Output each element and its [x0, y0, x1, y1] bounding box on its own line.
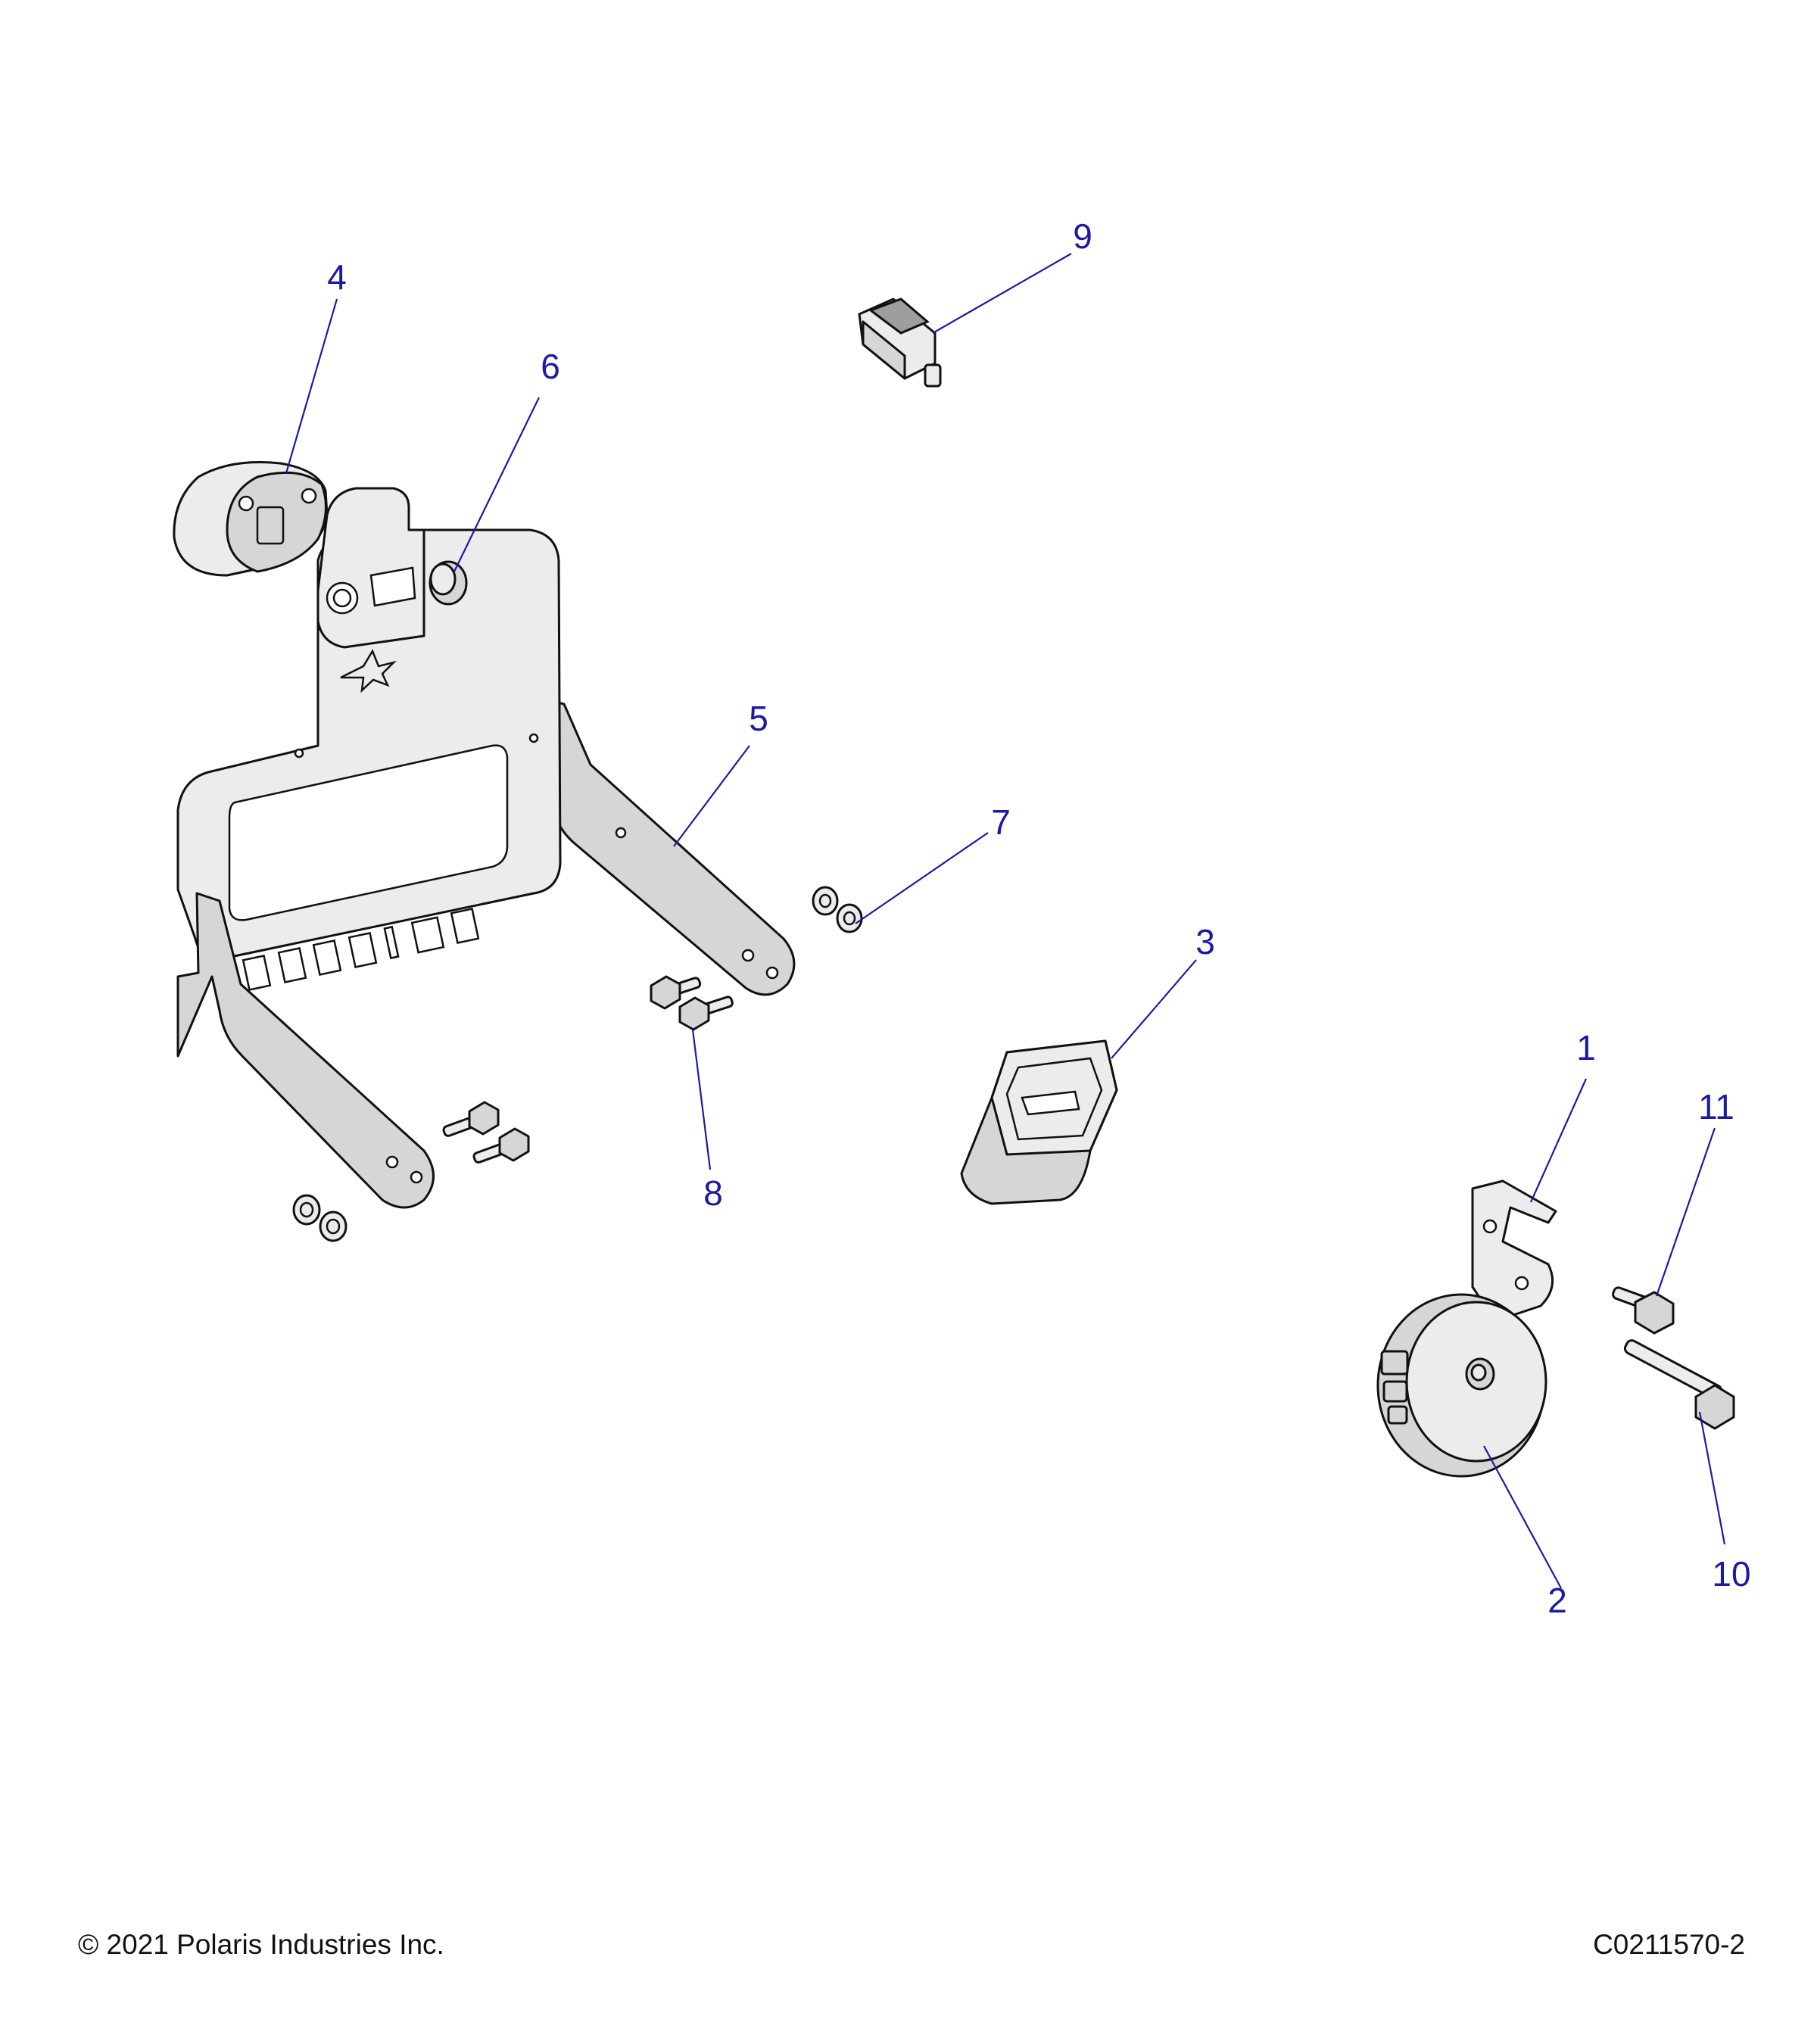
leader-lines — [285, 253, 1726, 1589]
leader-7 — [855, 832, 989, 924]
part-8-bolts — [650, 975, 734, 1031]
bracket-hole — [765, 966, 779, 980]
license-light-hole — [301, 488, 317, 504]
leader-5 — [673, 745, 750, 847]
callouts: 1 2 3 4 5 6 7 8 9 10 11 — [327, 217, 1750, 1620]
callout-1: 1 — [1576, 1028, 1596, 1067]
bracket-tab-hole — [326, 581, 359, 615]
bracket-star-logo — [340, 649, 397, 693]
callout-10: 10 — [1712, 1554, 1750, 1594]
leader-6 — [453, 397, 540, 572]
callout-4: 4 — [327, 257, 347, 297]
leader-4 — [285, 298, 338, 474]
part-7-nuts — [812, 886, 863, 933]
part-4-license-light — [173, 461, 329, 577]
callout-7: 7 — [991, 802, 1011, 842]
leader-10 — [1698, 1411, 1726, 1545]
part-1-horn-bracket — [1471, 1179, 1557, 1323]
nuts-lower-left — [292, 1194, 348, 1242]
bracket-tab-slot — [369, 566, 416, 607]
bolts-lower-left — [442, 1101, 530, 1164]
part-3-switch-cover — [960, 1039, 1118, 1205]
drawing-number: C0211570-2 — [1593, 1929, 1745, 1960]
leader-11 — [1655, 1127, 1716, 1297]
leader-1 — [1529, 1078, 1588, 1203]
bracket-hole — [528, 733, 539, 743]
callout-11: 11 — [1698, 1087, 1734, 1126]
part-10-bolt — [1623, 1339, 1735, 1430]
bracket-plate-window — [228, 744, 509, 921]
bracket-hole — [615, 827, 627, 839]
callout-8: 8 — [703, 1173, 723, 1213]
part-5-bracket — [176, 487, 796, 996]
copyright-notice: © 2021 Polaris Industries Inc. — [78, 1929, 444, 1960]
bracket-hole — [741, 949, 755, 962]
callout-2: 2 — [1547, 1581, 1567, 1620]
leader-9 — [932, 253, 1072, 334]
leader-2 — [1483, 1445, 1562, 1589]
bracket-hole — [385, 1155, 399, 1169]
bracket-tab-hole-inner — [332, 588, 352, 608]
bracket-right-leg — [538, 696, 796, 996]
bracket-stamped-letters — [242, 908, 480, 991]
callout-9: 9 — [1073, 217, 1092, 256]
license-light-socket — [256, 506, 285, 545]
bracket-hole — [410, 1170, 423, 1184]
part-6-grommet — [429, 560, 468, 606]
part-9-switch — [858, 298, 942, 388]
callout-3: 3 — [1195, 922, 1215, 961]
bracket-left-leg — [176, 892, 435, 1209]
callout-5: 5 — [749, 699, 768, 738]
bracket-hole — [294, 748, 304, 759]
part-11-bolt — [1612, 1286, 1675, 1335]
license-light-lens — [226, 471, 327, 573]
callout-6: 6 — [541, 347, 560, 386]
license-light-hole — [238, 495, 254, 512]
part-2-horn — [1376, 1293, 1547, 1478]
leader-8 — [691, 1029, 712, 1170]
leader-3 — [1111, 959, 1197, 1059]
